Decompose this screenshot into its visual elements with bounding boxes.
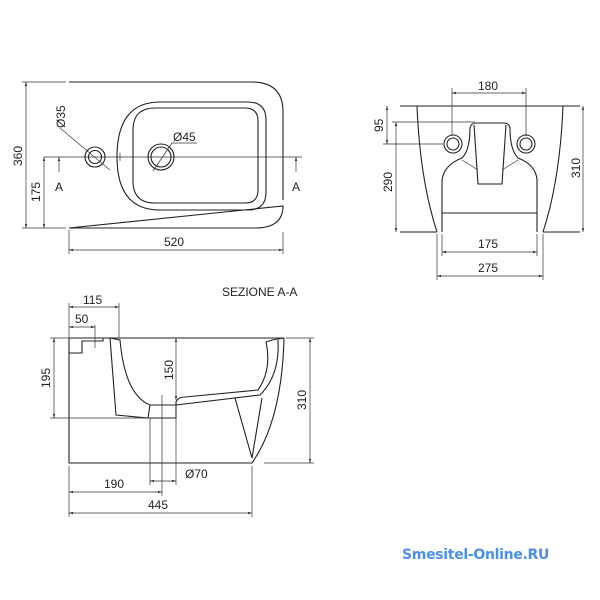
- section-view: SEZIONE A-A 115 50 195 150 310 Ø70 190 4…: [39, 285, 314, 517]
- watermark: Smesitel-Online.RU: [402, 547, 550, 563]
- drain-hole: [147, 143, 175, 171]
- section-outline: [68, 337, 285, 464]
- tap-hole-inner: [87, 149, 103, 165]
- section-label-right: A: [292, 180, 300, 194]
- label-195: 195: [39, 368, 53, 388]
- label-310-front: 310: [569, 158, 583, 178]
- bowl-inner: [132, 107, 259, 204]
- label-290: 290: [381, 172, 395, 192]
- bowl-section-left: [109, 337, 151, 419]
- top-outline: [68, 81, 284, 229]
- front-center-recess: [473, 124, 507, 185]
- label-115: 115: [83, 293, 102, 307]
- label-275: 275: [478, 261, 498, 275]
- label-95: 95: [372, 118, 386, 132]
- label-175-front: 175: [478, 237, 498, 251]
- front-right-side: [542, 105, 564, 233]
- label-310-section: 310: [295, 390, 309, 410]
- bowl-outer: [116, 101, 267, 211]
- fixing-hole-left: [443, 134, 463, 154]
- label-d70: Ø70: [185, 467, 208, 481]
- label-520: 520: [164, 235, 184, 249]
- leader-35: [59, 127, 111, 171]
- section-title: SEZIONE A-A: [222, 285, 297, 299]
- tap-recess: [69, 338, 104, 354]
- label-150: 150: [162, 360, 176, 380]
- label-190: 190: [104, 477, 124, 491]
- label-50: 50: [75, 312, 89, 326]
- leader-45: [152, 142, 197, 172]
- drain-section: [150, 404, 177, 419]
- front-view: 180 95 290 310 175 275: [372, 79, 585, 280]
- tap-hole: [84, 146, 106, 168]
- section-label-left: A: [55, 180, 63, 194]
- bowl-section-right: [175, 337, 285, 406]
- label-360: 360: [11, 146, 25, 166]
- front-inner-shape: [441, 122, 538, 232]
- label-180: 180: [478, 79, 498, 93]
- label-445: 445: [148, 498, 168, 512]
- label-d45: Ø45: [173, 130, 196, 144]
- top-view: Ø35 Ø45 360 175 A A 520: [11, 81, 302, 254]
- drain-hole-inner: [150, 146, 172, 168]
- label-d35: Ø35: [54, 105, 68, 128]
- label-175: 175: [29, 182, 43, 202]
- front-left-side: [416, 105, 438, 233]
- rear-support: [234, 397, 263, 459]
